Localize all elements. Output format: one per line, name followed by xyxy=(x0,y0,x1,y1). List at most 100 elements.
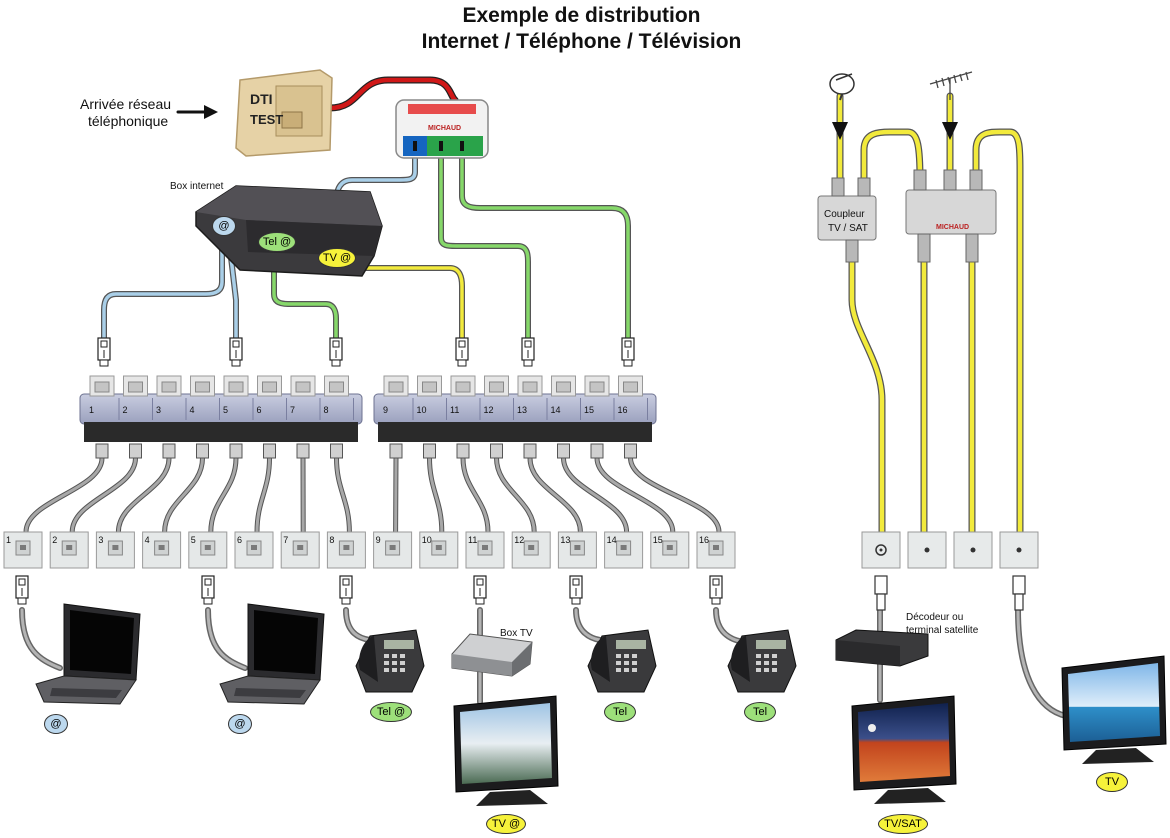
box-internet-label: Box internet xyxy=(170,181,224,192)
wall-socket-number: 2 xyxy=(52,535,57,545)
wall-socket-number: 13 xyxy=(560,535,570,545)
patch-panel-port[interactable]: 4 xyxy=(190,375,220,459)
patch-panel-port[interactable]: 2 xyxy=(123,375,153,459)
patch-port-number: 4 xyxy=(190,405,195,415)
wall-socket[interactable]: 3 xyxy=(95,531,135,569)
tv-icon xyxy=(851,695,957,804)
wall-socket[interactable]: 5 xyxy=(188,531,228,569)
patch-panel-port[interactable]: 5 xyxy=(223,375,254,459)
wall-socket[interactable]: 6 xyxy=(234,531,274,569)
wall-socket[interactable]: 10 xyxy=(419,531,459,569)
antenna-icon xyxy=(929,71,973,100)
patch-port-number: 8 xyxy=(324,405,329,415)
tv-icon xyxy=(1061,655,1167,764)
satellite-dish-icon xyxy=(829,73,855,101)
decoder-device xyxy=(835,629,929,667)
wall-socket-number: 6 xyxy=(237,535,242,545)
patch-port-number: 5 xyxy=(223,405,228,415)
dti-box: DTI TEST xyxy=(235,69,333,157)
patch-port-number: 15 xyxy=(584,405,594,415)
tv-cable-box-port11 xyxy=(359,265,465,343)
tv2-tag: TV xyxy=(1096,772,1128,792)
patch-port-number: 11 xyxy=(450,405,459,415)
patch-panel-port[interactable]: 8 xyxy=(324,375,354,459)
wall-socket-number: 12 xyxy=(514,535,524,545)
laptop1-tag: @ xyxy=(44,714,68,734)
patch-port-number: 3 xyxy=(156,405,161,415)
tvsat-tag: TV/SAT xyxy=(878,814,928,834)
wall-socket-number: 16 xyxy=(699,535,709,545)
adsl-filter: MICHAUD xyxy=(395,99,489,159)
box-tv-tag: TV @ xyxy=(318,248,356,268)
dish-arrow-icon xyxy=(832,122,848,140)
phone-cable-filter-port13 xyxy=(438,155,531,343)
wall-socket[interactable]: 14 xyxy=(604,531,644,569)
box-net-tag: @ xyxy=(212,216,236,236)
wall-socket-number: 5 xyxy=(191,535,196,545)
patch-panel-port[interactable]: 16 xyxy=(618,375,648,459)
wall-socket-number: 8 xyxy=(329,535,334,545)
laptop2-tag: @ xyxy=(228,714,252,734)
filter-brand: MICHAUD xyxy=(428,125,461,132)
wall-socket[interactable]: 7 xyxy=(280,531,320,569)
phone1-tag: Tel @ xyxy=(370,702,412,722)
arrow-head-icon xyxy=(204,105,218,119)
patch-panel-port[interactable]: 6 xyxy=(257,375,287,459)
rj45-plug-icon xyxy=(329,337,343,367)
decodeur-label-line2: terminal satellite xyxy=(906,625,979,636)
rj45-plug-icon xyxy=(15,575,29,605)
wall-socket[interactable]: 11 xyxy=(465,531,505,569)
patch-panel-port[interactable]: 11 xyxy=(450,375,481,459)
tv-sat-coupler: Coupleur TV / SAT xyxy=(817,177,877,263)
wall-socket[interactable]: 2 xyxy=(49,531,89,569)
wall-socket[interactable]: 13 xyxy=(557,531,597,569)
wall-socket-number: 3 xyxy=(98,535,103,545)
coupler-label-2: TV / SAT xyxy=(828,223,868,234)
tv-splitter: MICHAUD xyxy=(905,169,997,263)
rj45-plug-icon xyxy=(621,337,635,367)
patch-panel-port[interactable]: 14 xyxy=(551,375,581,459)
desk-phone-icon xyxy=(587,629,657,693)
patch-panel-port[interactable]: 9 xyxy=(383,375,414,459)
page-title-line1: Exemple de distribution xyxy=(462,4,701,27)
rj45-plug-icon xyxy=(339,575,353,605)
coupler-label-1: Coupleur xyxy=(824,209,865,220)
desk-phone-icon xyxy=(355,629,425,693)
laptop-icon xyxy=(35,603,141,705)
wall-socket[interactable]: 12 xyxy=(511,531,551,569)
rj45-plug-icon xyxy=(709,575,723,605)
patch-port-number: 6 xyxy=(257,405,262,415)
rj45-plug-icon xyxy=(229,337,243,367)
patch-panel-port[interactable]: 7 xyxy=(290,375,321,459)
test-label: TEST xyxy=(250,112,283,127)
page-title-line2: Internet / Téléphone / Télévision xyxy=(421,30,742,53)
patch-panel-port[interactable]: 13 xyxy=(517,375,548,459)
wall-socket-number: 14 xyxy=(607,535,617,545)
rj45-plug-icon xyxy=(97,337,111,367)
decodeur-label-line1: Décodeur ou xyxy=(906,612,964,623)
patch-panel-port[interactable]: 3 xyxy=(156,375,187,459)
wall-socket-number: 4 xyxy=(145,535,150,545)
wall-socket[interactable]: 16 xyxy=(696,531,736,569)
patch-port-number: 10 xyxy=(417,405,427,415)
wall-socket[interactable]: 1 xyxy=(3,531,43,569)
wall-socket-number: 9 xyxy=(376,535,381,545)
patch-port-number: 14 xyxy=(551,405,561,415)
box-tel-tag: Tel @ xyxy=(258,232,296,252)
patch-port-number: 16 xyxy=(618,405,628,415)
dti-label: DTI xyxy=(250,91,273,107)
patch-panel-port[interactable]: 15 xyxy=(584,375,615,459)
cables xyxy=(19,76,1069,719)
wall-socket[interactable]: 9 xyxy=(373,531,413,569)
patch-port-number: 1 xyxy=(89,405,94,415)
wall-socket[interactable]: 8 xyxy=(326,531,366,569)
patch-panel-port[interactable]: 10 xyxy=(417,375,447,459)
arrivee-label-line2: téléphonique xyxy=(88,113,169,129)
patch-panel-port[interactable]: 1 xyxy=(89,375,120,459)
wall-socket[interactable]: 4 xyxy=(142,531,182,569)
wall-socket-number: 10 xyxy=(422,535,432,545)
patch-port-number: 13 xyxy=(517,405,527,415)
wall-socket[interactable]: 15 xyxy=(650,531,690,569)
patch-panel-port[interactable]: 12 xyxy=(484,375,514,459)
